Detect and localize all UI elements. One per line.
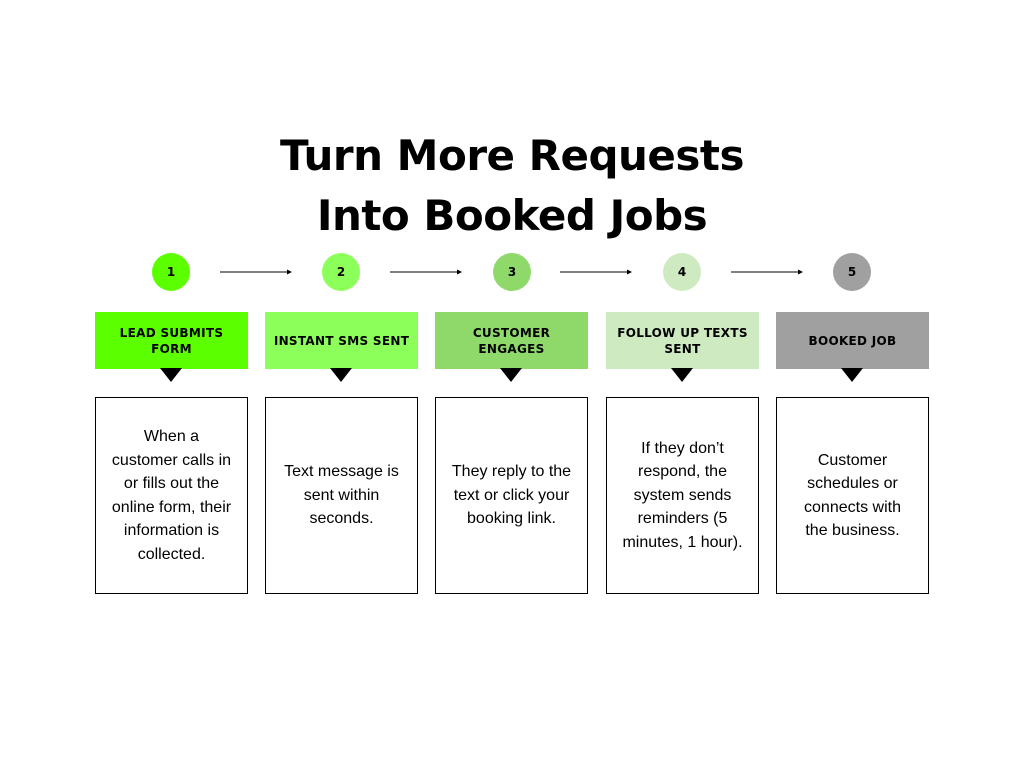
step-1-header: LEAD SUBMITS FORM xyxy=(95,312,248,369)
step-3-number: 3 xyxy=(507,265,517,279)
step-5-number: 5 xyxy=(847,265,857,279)
step-1-pointer-icon xyxy=(160,368,182,382)
arrow-3-to-4-icon xyxy=(560,269,632,275)
step-1-description-box: When a customer calls in or fills out th… xyxy=(95,397,248,594)
arrow-4-to-5-icon xyxy=(731,269,803,275)
step-4-number-circle: 4 xyxy=(663,253,701,291)
step-2-number-circle: 2 xyxy=(322,253,360,291)
step-1-description: When a customer calls in or fills out th… xyxy=(111,428,232,563)
step-3-number-circle: 3 xyxy=(493,253,531,291)
arrow-1-to-2-icon xyxy=(220,269,292,275)
step-2-number: 2 xyxy=(336,265,346,279)
step-3-label: CUSTOMER ENGAGES xyxy=(472,325,551,356)
step-3-description-box: They reply to the text or click your boo… xyxy=(435,397,588,594)
step-5-pointer-icon xyxy=(841,368,863,382)
page-title: Turn More Requests Into Booked Jobs xyxy=(0,126,1024,246)
step-2-header: INSTANT SMS SENT xyxy=(265,312,418,369)
step-5-label: BOOKED JOB xyxy=(808,333,897,348)
step-4-pointer-icon xyxy=(671,368,693,382)
title-line-2: Into Booked Jobs xyxy=(316,191,708,240)
step-2-label: INSTANT SMS SENT xyxy=(273,333,410,348)
step-1-label: LEAD SUBMITS FORM xyxy=(119,325,224,356)
arrow-2-to-3-icon xyxy=(390,269,462,275)
step-5-description: Customer schedules or connects with the … xyxy=(804,451,901,540)
step-3-pointer-icon xyxy=(500,368,522,382)
step-4-header: FOLLOW UP TEXTS SENT xyxy=(606,312,759,369)
step-4-description-box: If they don’t respond, the system sends … xyxy=(606,397,759,594)
step-3-description: They reply to the text or click your boo… xyxy=(451,463,572,528)
step-4-description: If they don’t respond, the system sends … xyxy=(622,439,743,551)
step-4-label: FOLLOW UP TEXTS SENT xyxy=(617,325,748,356)
step-2-description-box: Text message is sent within seconds. xyxy=(265,397,418,594)
step-2-pointer-icon xyxy=(330,368,352,382)
step-5-header: BOOKED JOB xyxy=(776,312,929,369)
step-5-description-box: Customer schedules or connects with the … xyxy=(776,397,929,594)
step-2-description: Text message is sent within seconds. xyxy=(284,463,399,528)
step-5-number-circle: 5 xyxy=(833,253,871,291)
step-4-number: 4 xyxy=(677,265,687,279)
title-line-1: Turn More Requests xyxy=(280,131,745,180)
step-1-number-circle: 1 xyxy=(152,253,190,291)
step-3-header: CUSTOMER ENGAGES xyxy=(435,312,588,369)
step-1-number: 1 xyxy=(166,265,176,279)
